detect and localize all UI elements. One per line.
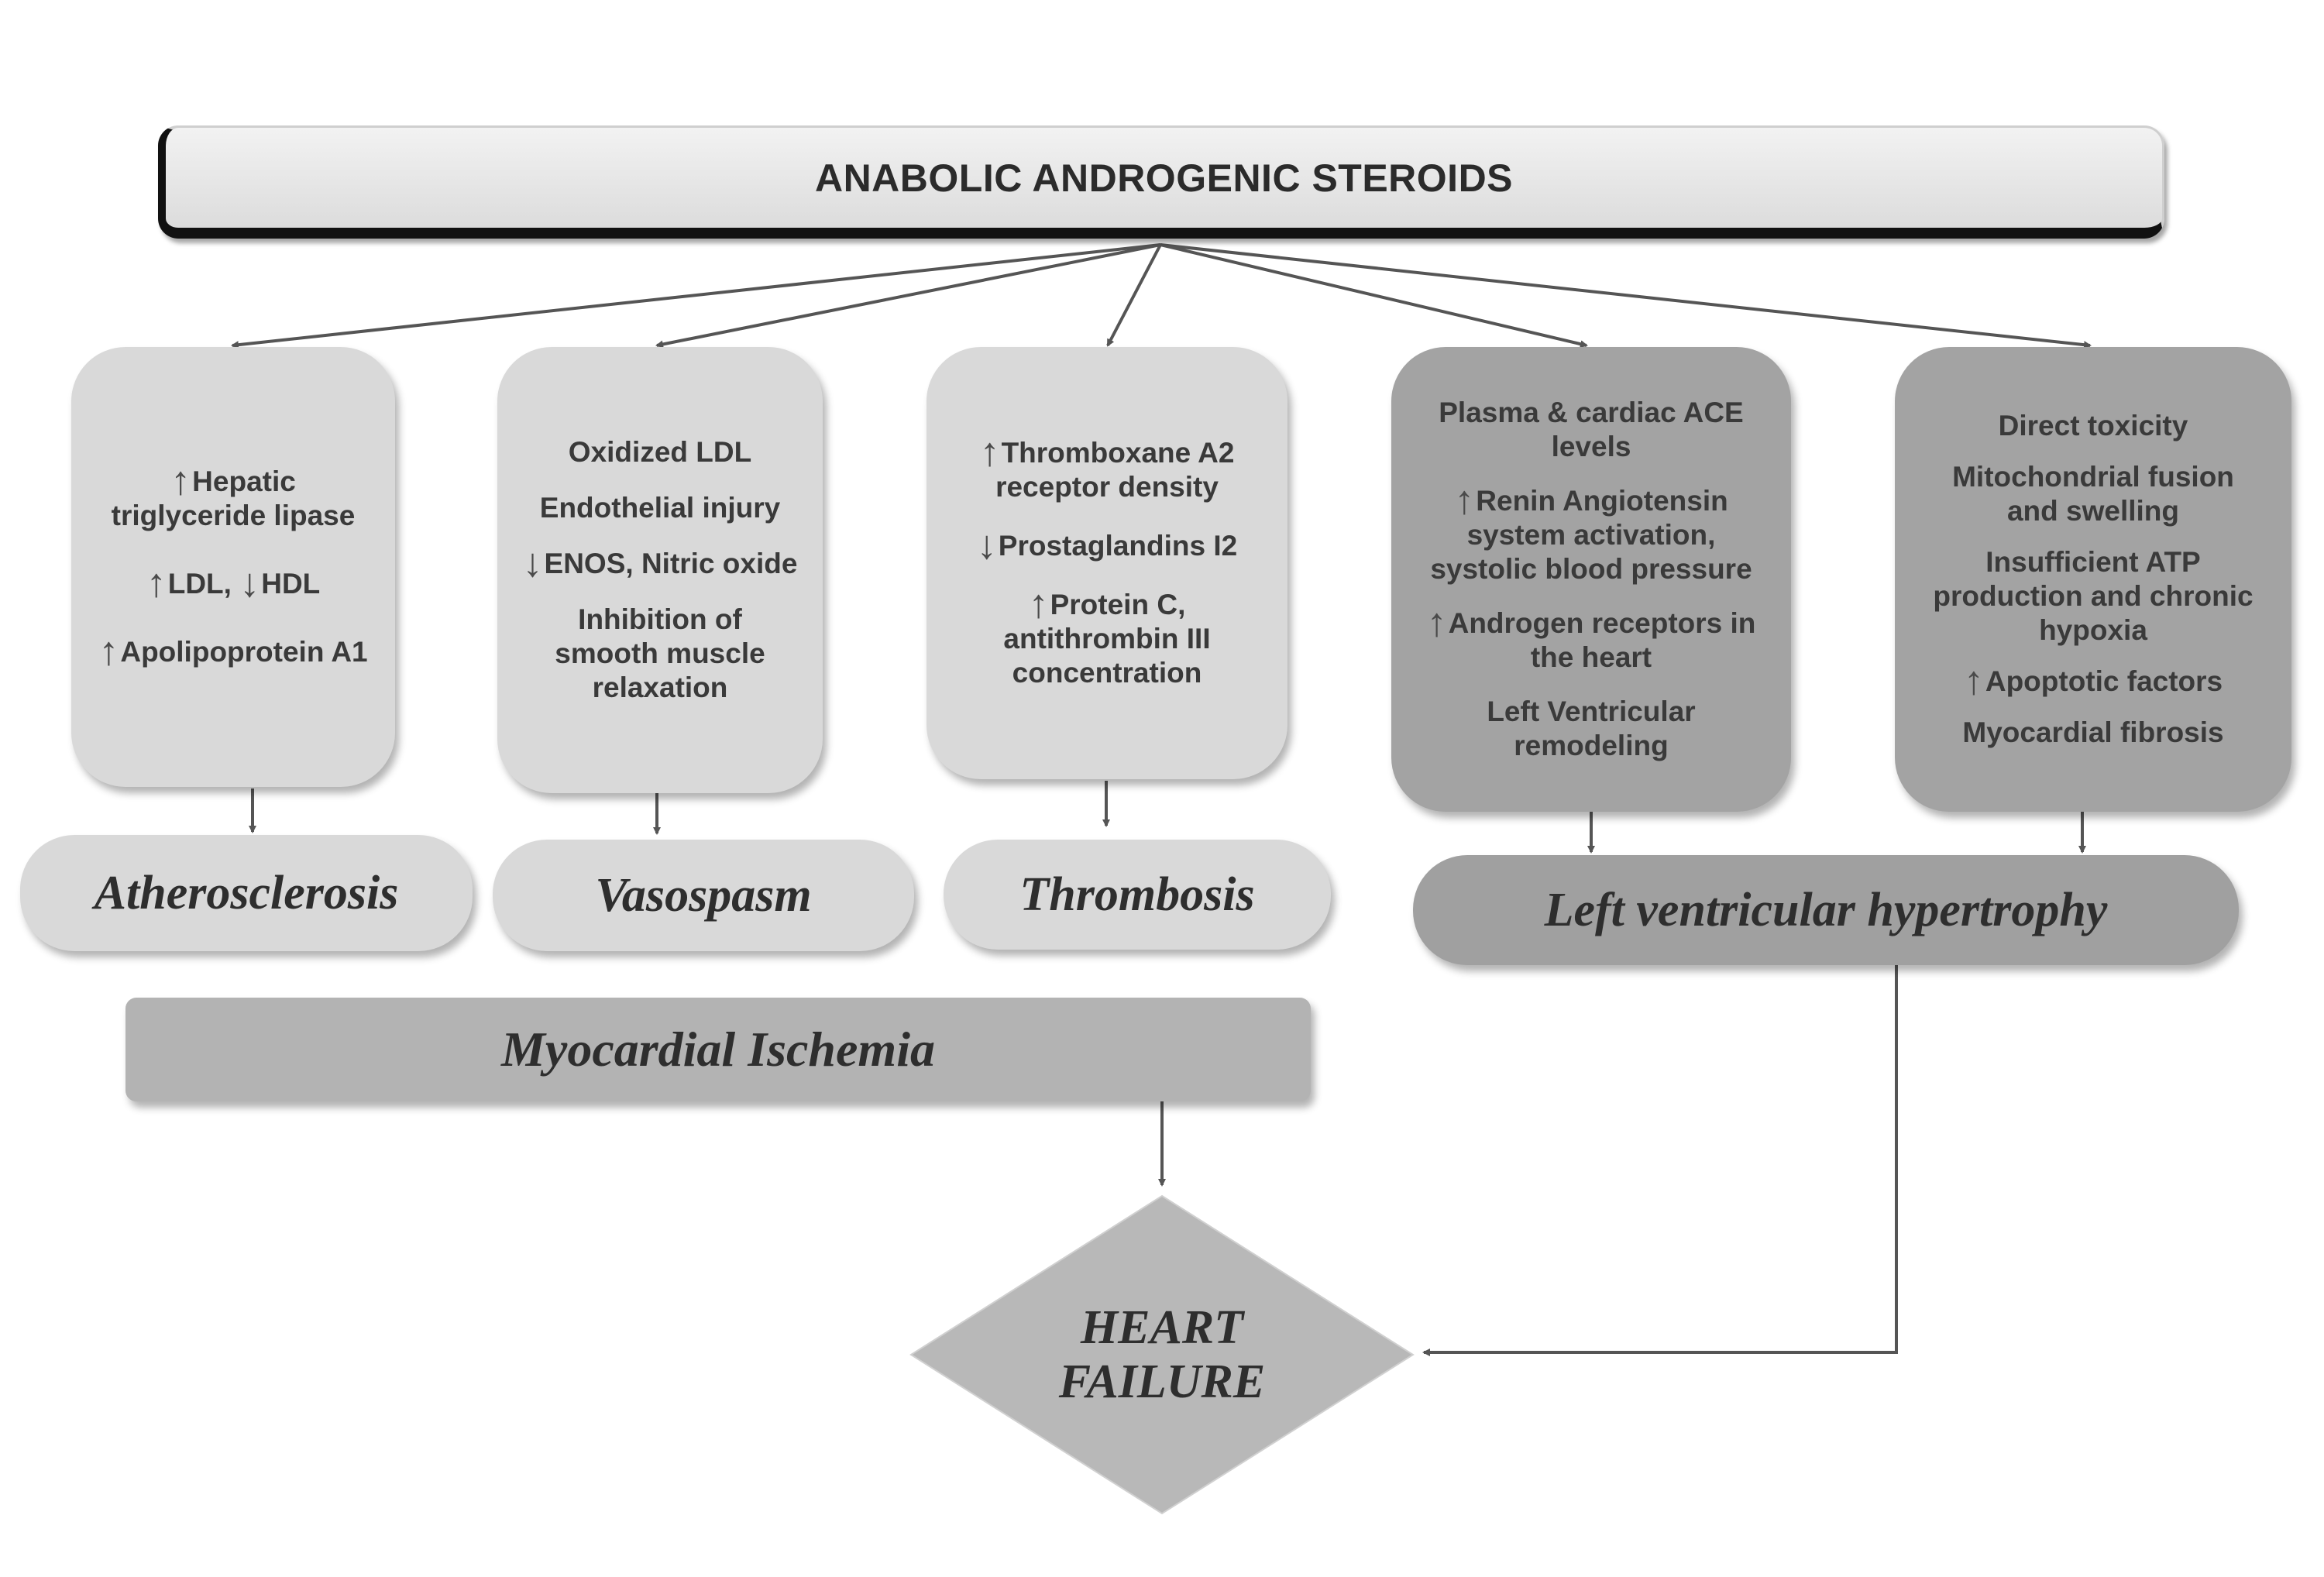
mechanism-item: ↑Apoptotic factors — [1963, 658, 2223, 703]
vasospasm-outcome: Vasospasm — [493, 840, 914, 951]
mechanism-item: Mitochondrial fusion and swelling — [1952, 461, 2234, 527]
mechanism-item: ↑LDL, ↓HDL — [146, 561, 321, 606]
mechanism-item: Inhibition of smooth muscle relaxation — [555, 603, 765, 703]
lvh-outcome: Left ventricular hypertrophy — [1413, 855, 2239, 965]
heart-failure-diamond — [909, 1194, 1415, 1515]
mechanism-item: Direct toxicity — [1998, 410, 2188, 441]
thrombosis-outcome: Thrombosis — [944, 840, 1331, 950]
mechanism-item: Insufficient ATP production and chronic … — [1933, 546, 2254, 646]
down-arrow-icon: ↓ — [976, 523, 997, 568]
mechanism-item: ↑Renin Angiotensin system activation, sy… — [1430, 478, 1752, 585]
ace-mechanisms-box: Plasma & cardiac ACE levels ↑Renin Angio… — [1391, 347, 1791, 812]
atherosclerosis-outcome: Atherosclerosis — [20, 835, 473, 951]
mechanism-item: ↓ENOS, Nitric oxide — [522, 541, 798, 586]
arrow-to-thrombotic-box — [1106, 244, 1162, 347]
up-arrow-icon: ↑ — [170, 459, 191, 503]
mechanism-item: Plasma & cardiac ACE levels — [1439, 397, 1744, 462]
arrow-to-ace-box — [1160, 243, 1588, 349]
mechanism-item: Left Ventricular remodeling — [1487, 696, 1696, 761]
mechanism-item: ↓Prostaglandins I2 — [976, 523, 1238, 568]
up-arrow-icon: ↑ — [1454, 478, 1475, 523]
thrombotic-mechanisms-box: ↑Thromboxane A2 receptor density ↓Prosta… — [927, 347, 1287, 779]
lipid-mechanisms-box: ↑Hepatic triglyceride lipase ↑LDL, ↓HDL … — [71, 347, 395, 787]
heart-failure-label: HEART FAILURE — [1058, 1301, 1266, 1408]
mechanism-item: ↑Apolipoprotein A1 — [98, 629, 368, 674]
up-arrow-icon: ↑ — [1963, 658, 1984, 703]
down-arrow-icon: ↓ — [522, 541, 543, 586]
up-arrow-icon: ↑ — [1426, 600, 1447, 645]
arrow-lvh-to-hf — [1422, 965, 1898, 1356]
toxicity-mechanisms-box: Direct toxicity Mitochondrial fusion and… — [1895, 347, 2291, 812]
steroids-title-banner: ANABOLIC ANDROGENIC STEROIDS — [158, 125, 2164, 239]
mechanism-item: ↑Thromboxane A2 receptor density — [979, 430, 1235, 503]
myocardial-ischemia-box: Myocardial Ischemia — [125, 998, 1311, 1101]
up-arrow-icon: ↑ — [979, 430, 1000, 475]
mechanism-item: ↑Hepatic triglyceride lipase — [111, 459, 356, 531]
steroids-title: ANABOLIC ANDROGENIC STEROIDS — [814, 156, 1514, 200]
arrow-to-endothelial-box — [655, 243, 1161, 349]
mechanism-item: Oxidized LDL — [568, 436, 752, 468]
down-arrow-icon: ↓ — [239, 561, 260, 606]
arrow-to-lipid-box — [231, 243, 1161, 349]
arrow-to-toxicity-box — [1160, 243, 2092, 349]
mechanism-item: ↑Protein C, antithrombin III concentrati… — [1003, 582, 1211, 689]
mechanism-item: Myocardial fibrosis — [1962, 716, 2224, 748]
mechanism-item: Endothelial injury — [539, 492, 781, 524]
up-arrow-icon: ↑ — [98, 629, 119, 674]
up-arrow-icon: ↑ — [1028, 582, 1049, 627]
endothelial-mechanisms-box: Oxidized LDL Endothelial injury ↓ENOS, N… — [497, 347, 823, 793]
mechanism-item: ↑Androgen receptors in the heart — [1426, 600, 1756, 673]
up-arrow-icon: ↑ — [146, 561, 167, 606]
